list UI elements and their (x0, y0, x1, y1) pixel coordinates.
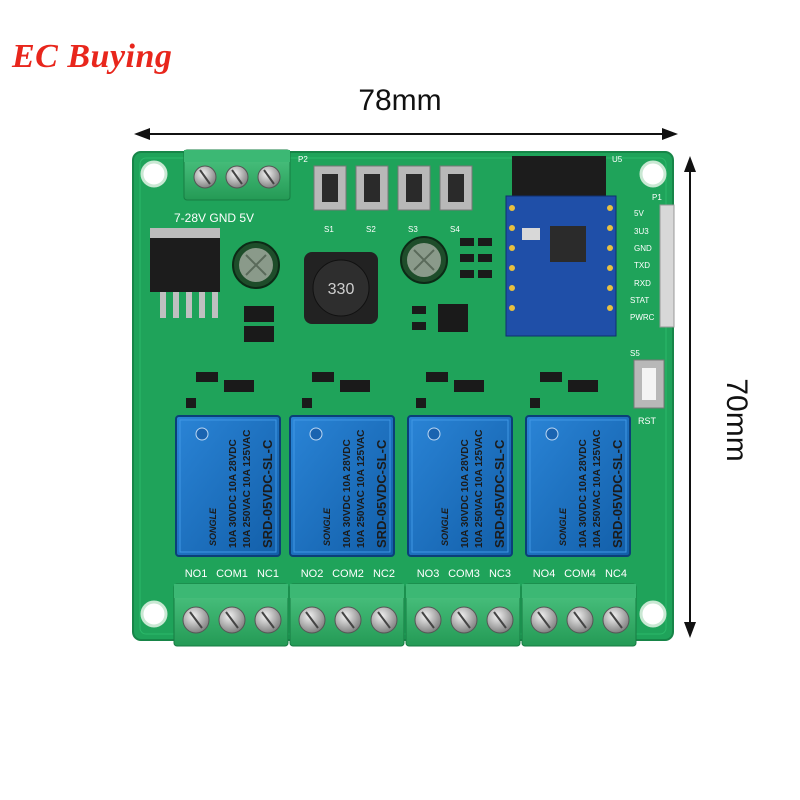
relay-model-text: SRD-05VDC-SL-C (492, 439, 507, 548)
connector-p2-label: P2 (298, 155, 308, 164)
pin-label: GND (634, 244, 652, 253)
brand-logo: EC Buying (12, 38, 173, 75)
pin-label: STAT (630, 296, 649, 305)
terminal-group: NO1 COM1 NC1 NO2 COM2 NC2 NO3 COM3 NC3 NO4 COM4 NC4 (173, 568, 637, 647)
pin-label: RXD (634, 279, 651, 288)
inductor-marking: 330 (328, 281, 355, 298)
button-s1-label: S1 (324, 225, 334, 234)
terminal-label: NC3 (489, 568, 511, 580)
reset-button[interactable] (633, 359, 665, 409)
output-terminal-2 (289, 583, 405, 647)
relay-spec1-text: 10A 250VAC 10A 125VAC (474, 430, 485, 548)
bluetooth-module (505, 156, 617, 337)
terminal-label: NC4 (605, 568, 627, 580)
button-s4-label: S4 (450, 225, 460, 234)
pin-label: 5V (634, 209, 644, 218)
width-dimension-arrow (134, 128, 678, 140)
terminal-label: NC2 (373, 568, 395, 580)
module-u5-label: U5 (612, 155, 623, 164)
power-terminal-block (183, 149, 291, 201)
relay-spec1-text: 10A 250VAC 10A 125VAC (592, 430, 603, 548)
relay-spec2-text: 10A 30VDC 10A 28VDC (578, 439, 589, 548)
button-s1[interactable] (313, 165, 347, 211)
relay-model-text: SRD-05VDC-SL-C (374, 439, 389, 548)
button-s4[interactable] (439, 165, 473, 211)
relay-brand-text: SONGLE (558, 507, 568, 546)
terminal-label: NO4 (533, 568, 556, 580)
reset-button-label: RST (638, 416, 657, 426)
width-dimension-label: 78mm (358, 84, 442, 117)
relay-spec1-text: 10A 250VAC 10A 125VAC (242, 430, 253, 548)
relay-model-text: SRD-05VDC-SL-C (610, 439, 625, 548)
relay-model-text: SRD-05VDC-SL-C (260, 439, 275, 548)
terminal-label: COM2 (332, 568, 364, 580)
connector-p1-label: P1 (652, 193, 662, 202)
terminal-label: NC1 (257, 568, 279, 580)
relay-spec2-text: 10A 30VDC 10A 28VDC (342, 439, 353, 548)
electrolytic-capacitor (400, 236, 448, 284)
relay-brand-text: SONGLE (322, 507, 332, 546)
output-terminal-3 (405, 583, 521, 647)
mounting-holes (140, 160, 667, 628)
inductor: 330 (304, 252, 378, 324)
relay-spec1-text: 10A 250VAC 10A 125VAC (356, 430, 367, 548)
pin-label: 3U3 (634, 227, 649, 236)
pin-header (659, 204, 675, 328)
reset-ref-label: S5 (630, 349, 640, 358)
voltage-regulator (150, 228, 220, 318)
output-terminal-4 (521, 583, 637, 647)
pin-label: PWRC (630, 313, 655, 322)
button-s3-label: S3 (408, 225, 418, 234)
terminal-label: COM1 (216, 568, 248, 580)
power-input-label: 7-28V GND 5V (174, 211, 254, 225)
button-s3[interactable] (397, 165, 431, 211)
electrolytic-capacitor (232, 241, 280, 289)
height-dimension-arrow (684, 156, 696, 638)
terminal-label: COM3 (448, 568, 480, 580)
output-terminal-1 (173, 583, 289, 647)
relay-brand-text: SONGLE (208, 507, 218, 546)
terminal-label: COM4 (564, 568, 596, 580)
relay-brand-text: SONGLE (440, 507, 450, 546)
terminal-label: NO3 (417, 568, 440, 580)
button-s2-label: S2 (366, 225, 376, 234)
relay-spec2-text: 10A 30VDC 10A 28VDC (228, 439, 239, 548)
button-s2[interactable] (355, 165, 389, 211)
pin-label: TXD (634, 261, 650, 270)
terminal-label: NO1 (185, 568, 208, 580)
terminal-label: NO2 (301, 568, 324, 580)
relay-spec2-text: 10A 30VDC 10A 28VDC (460, 439, 471, 548)
